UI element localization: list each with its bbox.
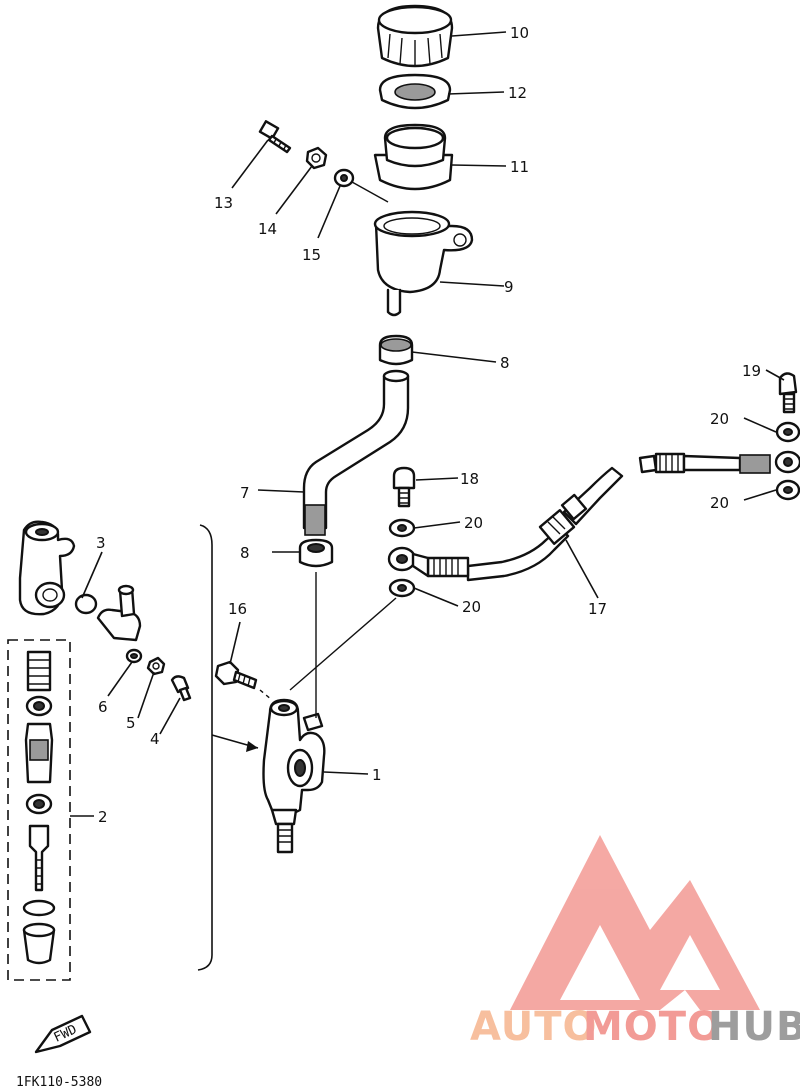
- watermark-auto: AUTO: [470, 1004, 598, 1050]
- watermark-hub: HUB: [708, 1004, 800, 1050]
- callout-12: 12: [508, 84, 527, 102]
- drawing-code: 1FK110-5380: [16, 1075, 102, 1089]
- callout-19: 19: [742, 362, 761, 380]
- callout-18: 18: [460, 470, 479, 488]
- callout-17: 17: [588, 600, 607, 618]
- callout-11: 11: [510, 158, 529, 176]
- callout-6: 6: [98, 698, 108, 716]
- callout-5: 5: [126, 714, 136, 732]
- callout-10: 10: [510, 24, 529, 42]
- callout-20-mid-lower: 20: [462, 598, 481, 616]
- callouts: 10 12 11 13 14 15 9 8 19 20 7 18 20 8 3 …: [96, 24, 761, 826]
- callout-4: 4: [150, 730, 160, 748]
- part-8-clamp-lower: [298, 538, 334, 568]
- callout-8-lower: 8: [240, 544, 250, 562]
- callout-7: 7: [240, 484, 250, 502]
- part-11-diaphragm: [373, 123, 454, 191]
- callout-13: 13: [214, 194, 233, 212]
- part-13-bolt: [258, 120, 292, 154]
- callout-3: 3: [96, 534, 106, 552]
- callout-2: 2: [98, 808, 108, 826]
- assembly-guide-lines: [259, 181, 397, 718]
- part-1-master-cylinder: [262, 698, 326, 854]
- leader-lines: [70, 31, 785, 817]
- part-14-nut: [305, 146, 328, 170]
- part-12-plate: [378, 73, 452, 110]
- part-19-bolt: [778, 372, 798, 414]
- part-7-hose: [302, 369, 410, 536]
- part-6-washer: [125, 648, 143, 664]
- part-5-nut: [146, 656, 166, 676]
- part-2-kit: [7, 639, 71, 981]
- callout-16: 16: [228, 600, 247, 618]
- part-8-clamp-upper: [378, 334, 414, 366]
- callout-1: 1: [372, 766, 382, 784]
- part-hose-joint: [96, 584, 142, 642]
- callout-20-right-top: 20: [710, 410, 729, 428]
- part-20-washer-upper: [388, 518, 416, 538]
- assembly-bracket: [197, 524, 259, 971]
- callout-20-mid-upper: 20: [464, 514, 483, 532]
- part-16-bolt: [214, 660, 258, 690]
- part-20-washer-lower: [388, 578, 416, 598]
- part-10-cap: [376, 4, 454, 68]
- callout-14: 14: [258, 220, 277, 238]
- part-3-o-ring: [74, 593, 98, 615]
- callout-8-upper: 8: [500, 354, 510, 372]
- part-18-bolt: [392, 466, 416, 508]
- part-3-body-left: [18, 520, 76, 616]
- part-4-bolt: [170, 675, 192, 702]
- watermark-moto: MOTO: [583, 1004, 722, 1050]
- watermark-logo: AUTO MOTO HUB: [470, 835, 800, 1050]
- fwd-direction-badge: FWD: [34, 1014, 92, 1054]
- part-17-brake-hose: [387, 450, 800, 582]
- callout-15: 15: [302, 246, 321, 264]
- part-9-reservoir: [373, 210, 474, 317]
- callout-20-right-bottom: 20: [710, 494, 729, 512]
- part-20-washer-right-bottom: [775, 479, 800, 501]
- part-15-washer: [333, 168, 355, 188]
- callout-9: 9: [504, 278, 514, 296]
- part-20-washer-right-top: [775, 421, 800, 443]
